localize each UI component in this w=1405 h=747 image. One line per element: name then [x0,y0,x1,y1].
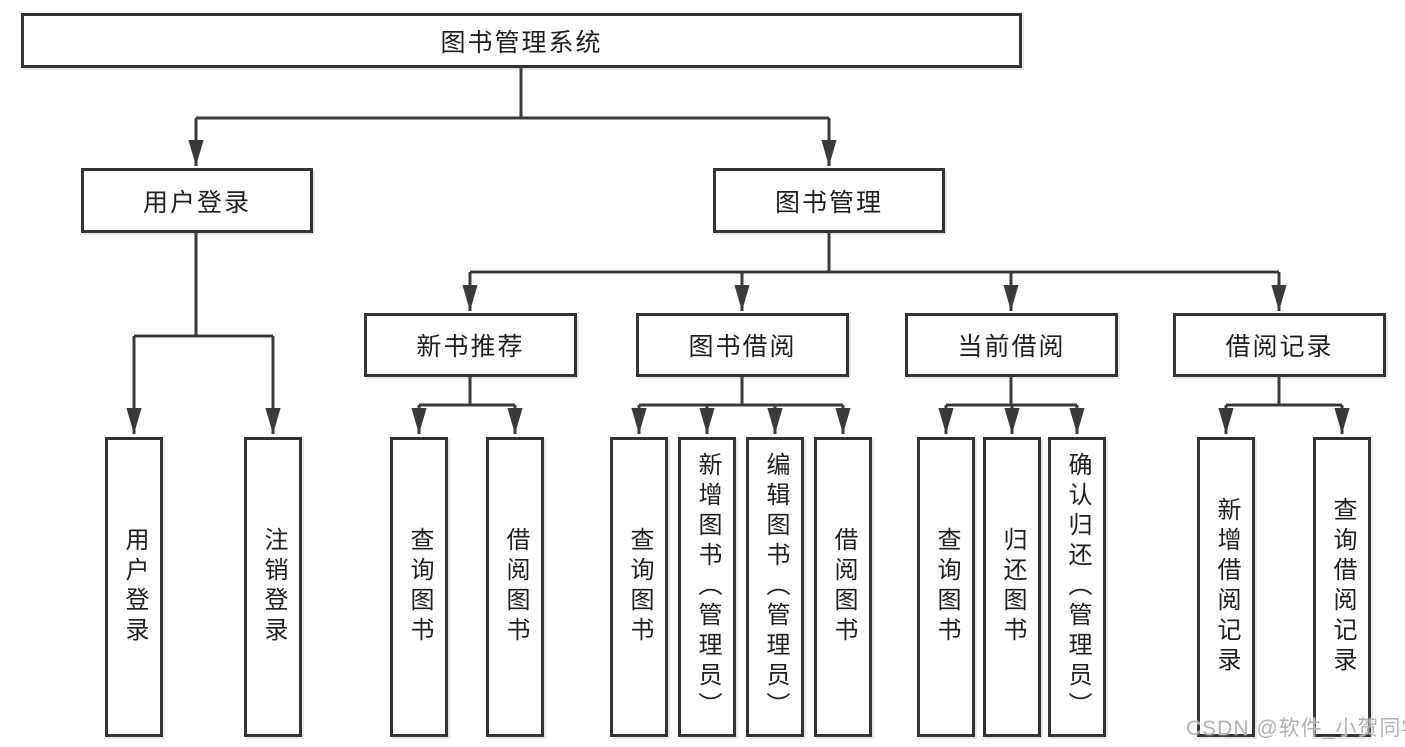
leaf-label: 新增借阅记录 [1213,497,1240,677]
leaf-confirm-return-admin: 确认归还（管理员） [1048,437,1106,737]
leaf-query-books-recommend: 查询图书 [390,437,448,737]
leaf-label: 编辑图书（管理员） [762,452,789,722]
leaf-label: 查询图书 [933,527,960,647]
leaf-query-borrow-record: 查询借阅记录 [1313,437,1371,737]
node-book-borrow: 图书借阅 [636,313,849,377]
leaf-user-login: 用户登录 [105,437,163,737]
leaf-label: 借阅图书 [830,527,857,647]
node-user-login: 用户登录 [81,168,313,233]
leaf-add-books-admin: 新增图书（管理员） [678,437,736,737]
leaf-logout: 注销登录 [244,437,302,737]
leaf-borrow-books: 借阅图书 [814,437,872,737]
leaf-label: 用户登录 [121,527,148,647]
node-book-management: 图书管理 [713,168,945,233]
leaf-label: 查询图书 [626,527,653,647]
leaf-label: 借阅图书 [502,527,529,647]
leaf-label: 确认归还（管理员） [1064,452,1091,722]
leaf-label: 查询借阅记录 [1329,497,1356,677]
leaf-add-borrow-record: 新增借阅记录 [1197,437,1255,737]
node-borrow-record: 借阅记录 [1173,313,1386,377]
csdn-watermark: CSDN @软件_小贺同学 [1186,717,1405,740]
leaf-label: 归还图书 [999,527,1026,647]
node-new-book-recommend: 新书推荐 [364,313,577,377]
leaf-label: 查询图书 [406,527,433,647]
node-current-borrow: 当前借阅 [905,313,1118,377]
leaf-label: 新增图书（管理员） [694,452,721,722]
leaf-query-books-borrow: 查询图书 [610,437,668,737]
node-library-management-system: 图书管理系统 [21,13,1022,68]
leaf-query-books-current: 查询图书 [917,437,975,737]
leaf-borrow-books-recommend: 借阅图书 [486,437,544,737]
leaf-return-books: 归还图书 [983,437,1041,737]
leaf-label: 注销登录 [260,527,287,647]
leaf-edit-books-admin: 编辑图书（管理员） [746,437,804,737]
